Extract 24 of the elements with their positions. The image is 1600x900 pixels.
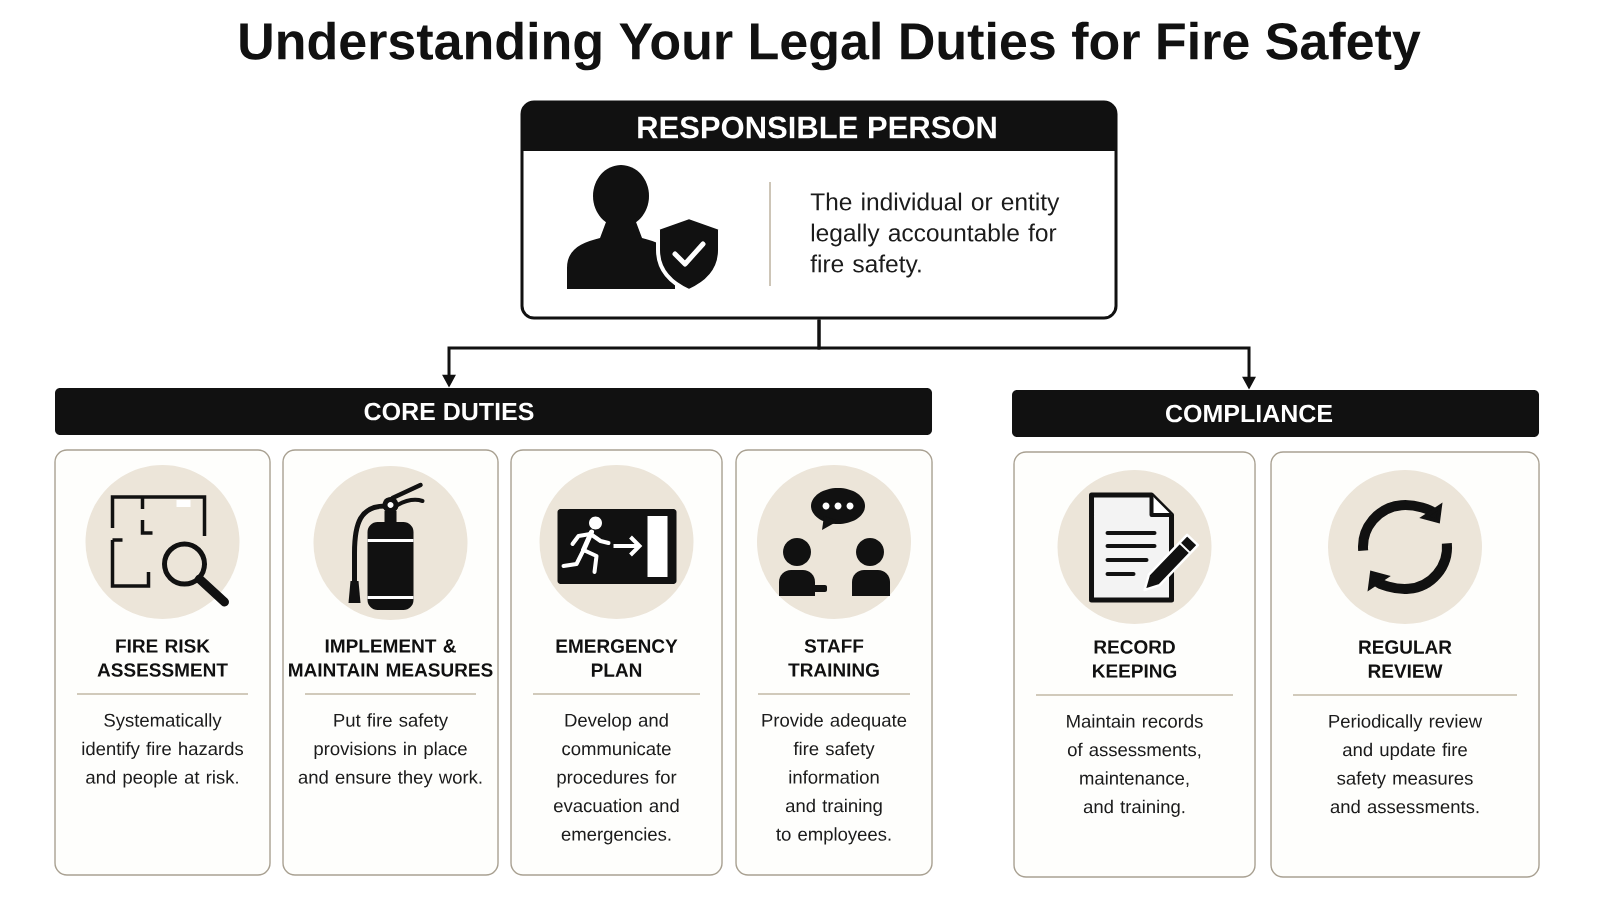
card-heading: REGULAR REVIEW [1359,640,1452,678]
card-text: Provide adequate fire safety information and training to employees. [762,713,907,845]
card-text: Maintain records of assessments, maintenance, and training. [1067,714,1203,817]
description-text: The individual or entity legally accountable for fire safety. [810,192,1060,278]
card [1013,451,1256,878]
title: Understanding Your Legal Duties for Fire Safety [240,21,1421,71]
card-text: Periodically review and update fire safety measures and assessments. [1329,714,1483,814]
card-heading: IMPLEMENT & MAINTAIN MEASURES [289,639,493,677]
card-text: Systematically identify fire hazards and people at risk. [82,713,244,788]
header-bar: COMPLIANCE [1012,390,1539,437]
card-text: Put fire safety provisions in place and ensure they work. [298,713,482,788]
card [510,449,723,876]
card-heading: EMERGENCY PLAN [556,639,678,677]
card-text: Develop and communicate procedures for evacuation and emergencies. [554,713,679,845]
card-heading: STAFF TRAINING [788,639,879,677]
card-heading: RECORD KEEPING [1093,640,1177,678]
card [735,449,933,876]
header-bar: CORE DUTIES [55,388,932,435]
card [54,449,271,876]
card-heading: FIRE RISK ASSESSMENT [97,639,228,677]
card [282,449,499,876]
header-bar: RESPONSIBLE PERSON [522,102,1116,151]
info-box [520,100,1118,320]
card [1270,451,1540,878]
